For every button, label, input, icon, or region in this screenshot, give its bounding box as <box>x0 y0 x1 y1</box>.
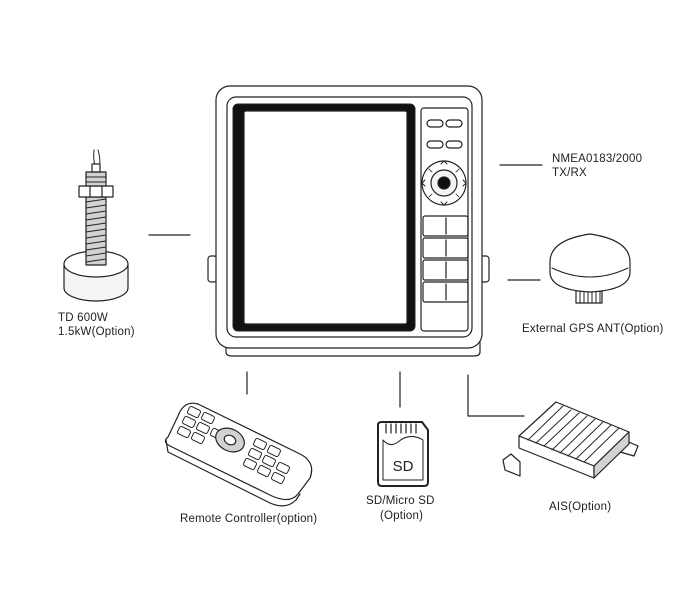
ais-box-image <box>502 401 639 479</box>
gps-antenna-image <box>549 233 631 304</box>
transducer-label: TD 600W <box>58 312 108 324</box>
ais-label: AIS(Option) <box>549 501 612 513</box>
remote-controller-image <box>164 402 313 507</box>
transducer-power-label: 1.5kW(Option) <box>58 326 135 338</box>
main-display-unit <box>207 85 490 357</box>
sd-card-image: SD <box>377 421 429 487</box>
nmea-label: NMEA0183/2000 <box>552 153 643 165</box>
cursor-pad <box>421 160 467 206</box>
remote-label: Remote Controller(option) <box>180 513 318 525</box>
screen <box>243 110 408 325</box>
function-keys <box>422 215 469 303</box>
transducer-image <box>63 149 129 302</box>
sd-card-text: SD <box>393 458 414 475</box>
sd-option-label: (Option) <box>380 510 424 522</box>
connector-lines <box>148 164 543 417</box>
key-mid-left <box>426 140 444 149</box>
nmea-sub-label: TX/RX <box>552 167 587 179</box>
ais-connector-line <box>467 374 525 417</box>
sd-label: SD/Micro SD <box>366 495 435 507</box>
key-top-right <box>445 119 463 128</box>
key-top-left <box>426 119 444 128</box>
gps-label: External GPS ANT(Option) <box>522 323 664 335</box>
key-mid-right <box>445 140 463 149</box>
